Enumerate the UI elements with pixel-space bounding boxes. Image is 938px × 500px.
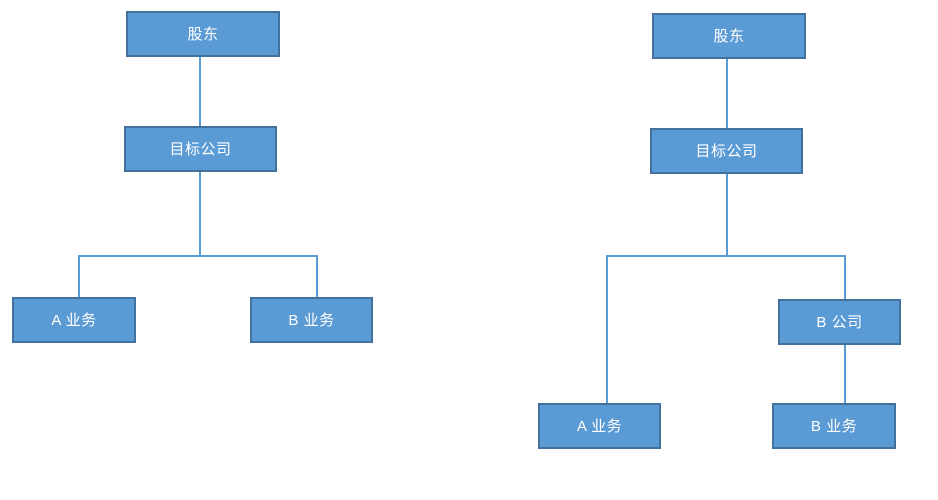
node-business-b-right[interactable]: B 业务 (772, 403, 896, 449)
connector-bus-to-business-a-right (606, 255, 608, 404)
node-label: A 业务 (51, 311, 97, 329)
connector-bus-to-business-b-left (316, 255, 318, 298)
node-label: 股东 (187, 25, 219, 43)
connector-bus-to-business-a-left (78, 255, 80, 298)
connector-target-stem-down-left (199, 172, 201, 256)
connector-shareholder-to-target-right (726, 59, 728, 128)
node-target-company-right[interactable]: 目标公司 (650, 128, 803, 174)
node-company-b-right[interactable]: B 公司 (778, 299, 901, 345)
node-target-company-left[interactable]: 目标公司 (124, 126, 277, 172)
connector-shareholder-to-target-left (199, 57, 201, 126)
connector-branch-bus-right (606, 255, 846, 257)
connector-target-stem-down-right (726, 174, 728, 256)
connector-company-b-to-business-b-right (844, 344, 846, 404)
node-shareholder-right[interactable]: 股东 (652, 13, 806, 59)
node-business-a-right[interactable]: A 业务 (538, 403, 661, 449)
node-label: B 业务 (288, 311, 335, 329)
node-label: 目标公司 (169, 140, 232, 158)
node-shareholder-left[interactable]: 股东 (126, 11, 280, 57)
node-label: B 公司 (816, 313, 863, 331)
connector-branch-bus-left (78, 255, 318, 257)
node-label: 目标公司 (695, 142, 758, 160)
connector-bus-to-company-b-right (844, 255, 846, 300)
node-label: B 业务 (810, 417, 858, 435)
node-business-a-left[interactable]: A 业务 (12, 297, 136, 343)
node-label: 股东 (713, 27, 745, 45)
node-label: A 业务 (576, 417, 623, 435)
node-business-b-left[interactable]: B 业务 (250, 297, 373, 343)
